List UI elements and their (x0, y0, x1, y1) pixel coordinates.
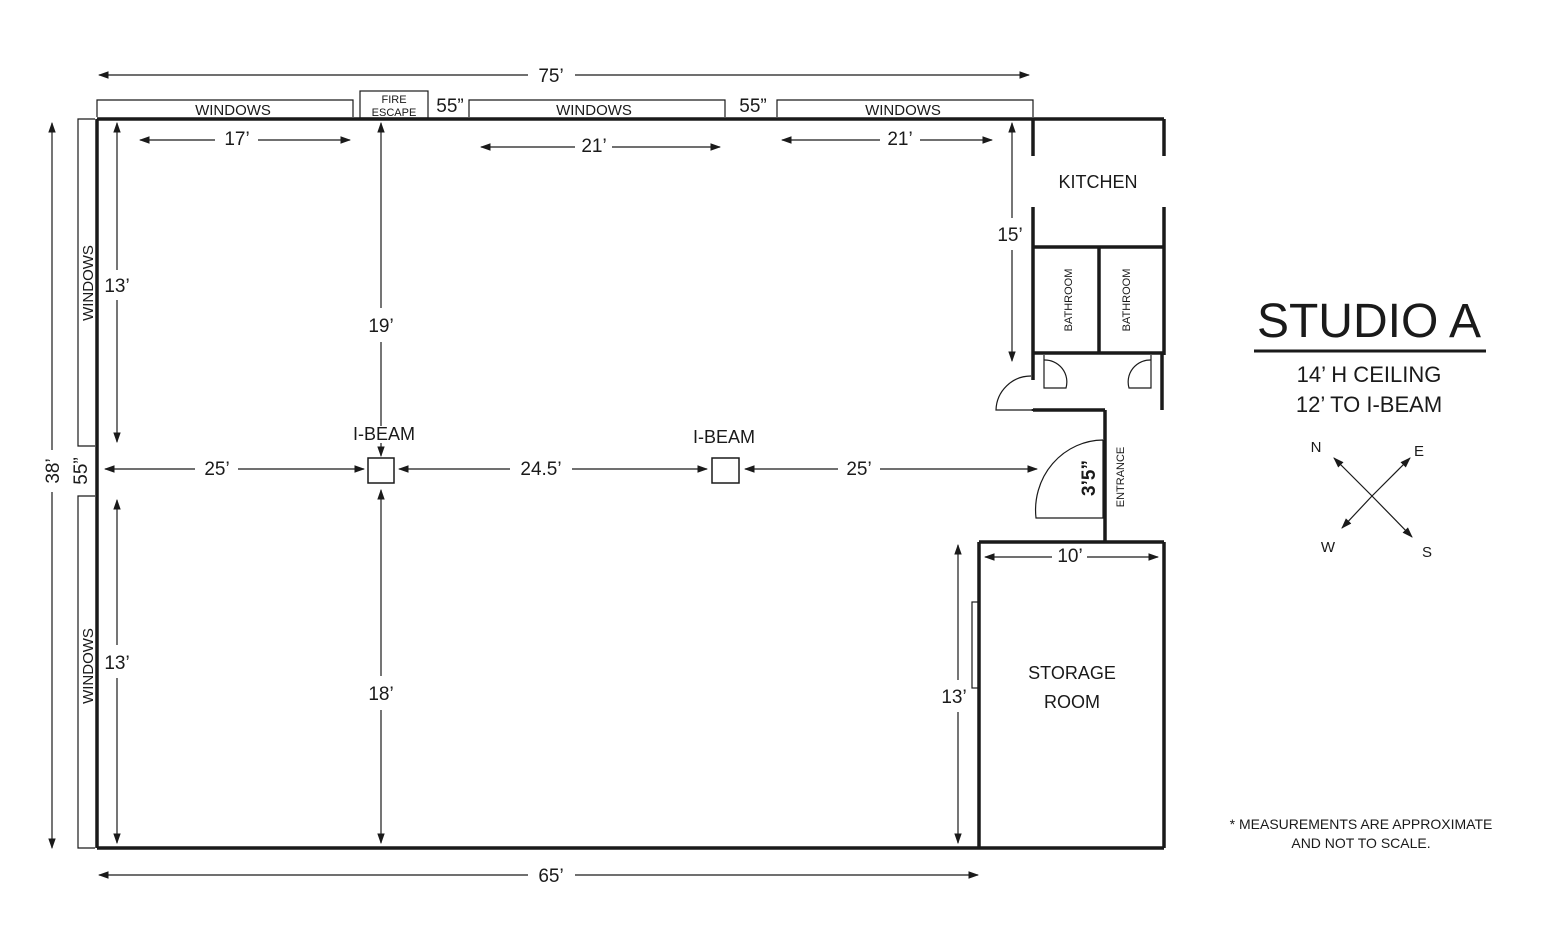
bathroom-2-label: BATHROOM (1121, 269, 1133, 332)
i-beam-1-label: I-BEAM (353, 424, 415, 444)
right-15-dimension: 15’ (997, 225, 1022, 246)
doors (995, 355, 1152, 519)
storage-room-label-2: ROOM (1044, 692, 1100, 712)
top-17-dimension: 17’ (224, 129, 249, 150)
mid-25b-dimension: 25’ (846, 459, 871, 480)
mid-25a-dimension: 25’ (204, 459, 229, 480)
windows-left-1-label: WINDOWS (80, 245, 97, 321)
entrance-label: ENTRANCE (1115, 447, 1127, 508)
compass-icon (1333, 457, 1413, 538)
left-13b-dimension: 13’ (104, 653, 129, 674)
left-13a-dimension: 13’ (104, 276, 129, 297)
i-beam-2-label: I-BEAM (693, 427, 755, 447)
note-line-1: * MEASUREMENTS ARE APPROXIMATE (1230, 816, 1493, 832)
door-width-dimension: 3’5” (1079, 460, 1100, 496)
total-top-dimension: 75’ (538, 66, 563, 87)
i-beam-1 (367, 457, 395, 484)
gap-top-1-dimension: 55” (436, 96, 463, 117)
bathroom-1-label: BATHROOM (1063, 269, 1075, 332)
total-left-dimension: 38’ (43, 458, 64, 483)
gap-left-dimension: 55” (71, 457, 92, 484)
note-line-2: AND NOT TO SCALE. (1291, 835, 1430, 851)
i-beam-2 (711, 457, 740, 484)
gap-top-2-dimension: 55” (739, 96, 766, 117)
fire-escape-label-1: FIRE (381, 94, 406, 106)
mid-245-dimension: 24.5’ (520, 459, 561, 480)
storage-room-label-1: STORAGE (1028, 663, 1116, 683)
windows-left-2-label: WINDOWS (80, 628, 97, 704)
windows-top-2-label: WINDOWS (556, 102, 632, 119)
windows-top-3-label: WINDOWS (865, 102, 941, 119)
beam-down-dimension: 18’ (368, 684, 393, 705)
window-strips (77, 90, 1034, 849)
storage-13-dimension: 13’ (941, 687, 966, 708)
storage-10-dimension: 10’ (1057, 546, 1082, 567)
ceiling-height-text: 14’ H CEILING (1297, 362, 1442, 387)
compass-south: S (1422, 544, 1432, 561)
compass-west: W (1321, 539, 1336, 556)
compass-north: N (1311, 439, 1322, 456)
dimension-lines (48, 71, 1160, 879)
outer-walls (95, 117, 1166, 850)
ibeam-height-text: 12’ TO I-BEAM (1296, 392, 1442, 417)
top-21b-dimension: 21’ (887, 129, 912, 150)
beam-up-dimension: 19’ (368, 316, 393, 337)
studio-title: STUDIO A (1257, 295, 1481, 348)
fire-escape-label-2: ESCAPE (372, 107, 417, 119)
compass-east: E (1414, 443, 1424, 460)
top-21a-dimension: 21’ (581, 136, 606, 157)
windows-top-1-label: WINDOWS (195, 102, 271, 119)
total-bottom-dimension: 65’ (538, 866, 563, 887)
kitchen-label: KITCHEN (1058, 172, 1137, 192)
